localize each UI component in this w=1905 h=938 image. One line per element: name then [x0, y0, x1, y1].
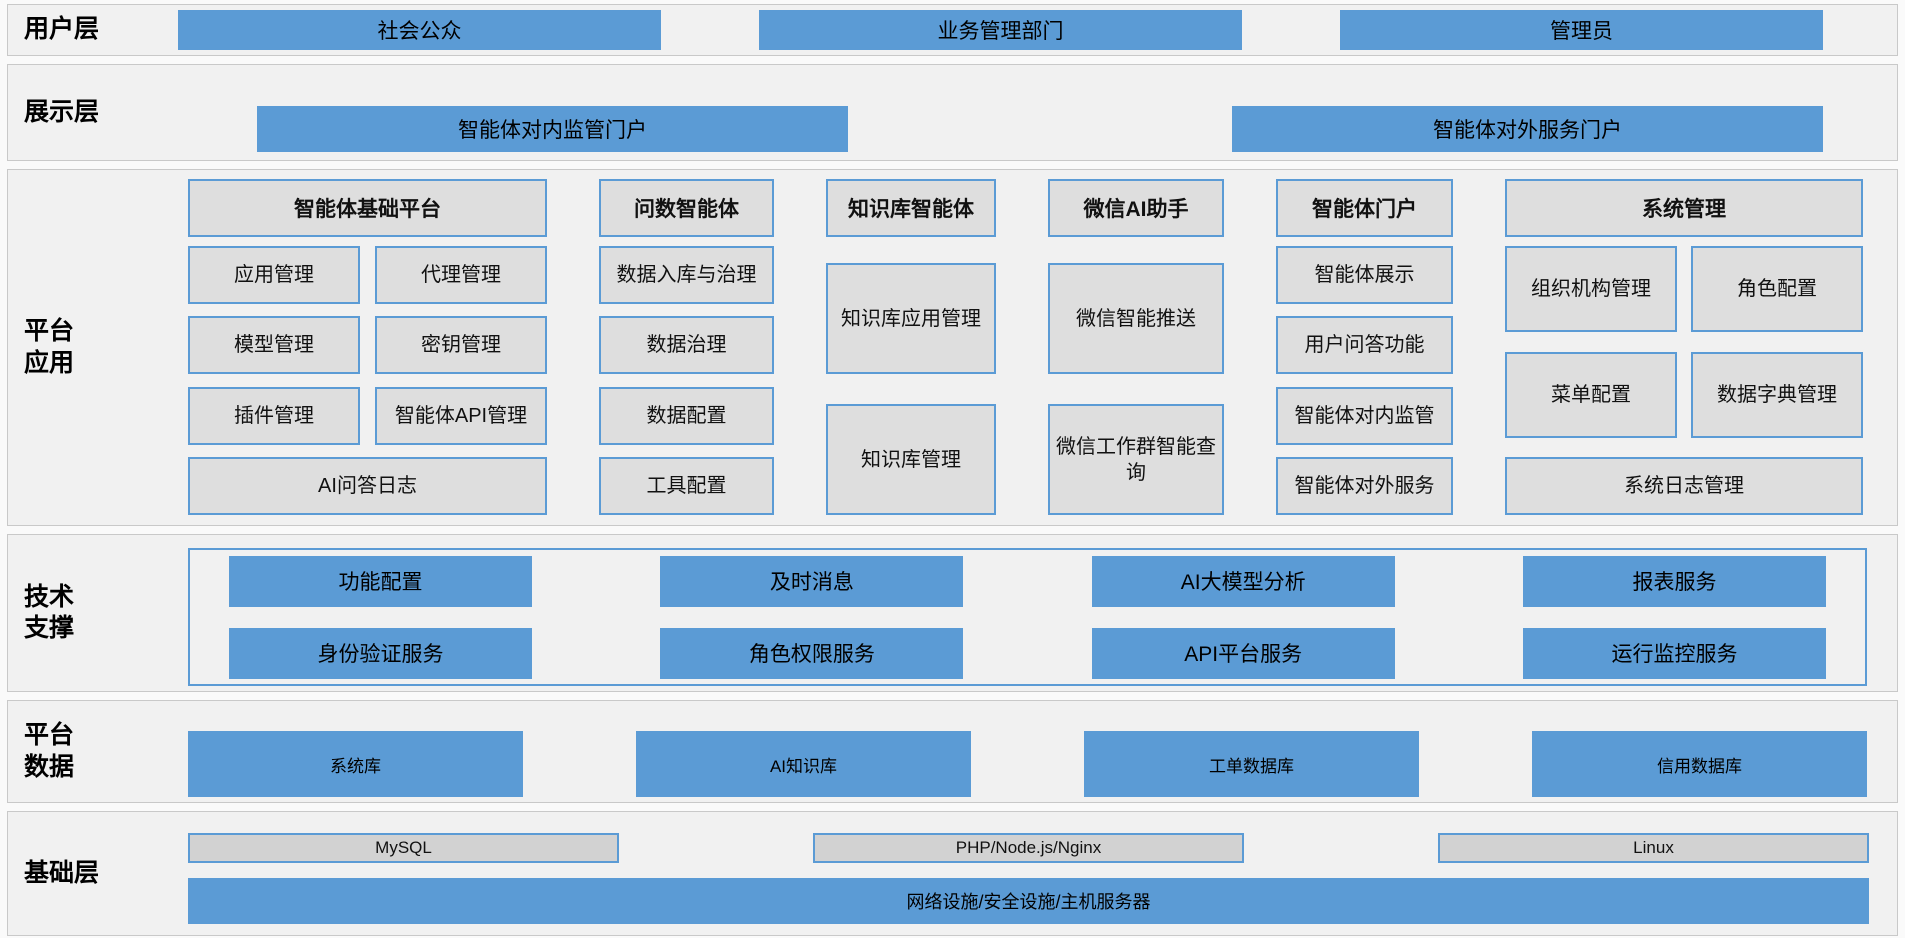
platform-data-section: 平台 数据 系统库 AI知识库 工单数据库 信用数据库: [7, 700, 1898, 803]
tech-support-frame: 功能配置 及时消息 AI大模型分析 报表服务 身份验证服务 角色权限服务 API…: [188, 548, 1867, 686]
agent-api-mgmt-box: 智能体API管理: [375, 386, 547, 445]
tech-support-section: 技术 支撑 功能配置 及时消息 AI大模型分析 报表服务 身份验证服务 角色权限…: [7, 534, 1898, 692]
app-mgmt-box: 应用管理: [188, 246, 360, 304]
platform-data-label: 平台 数据: [8, 701, 158, 802]
external-portal-bar: 智能体对外服务门户: [1232, 106, 1823, 152]
pair-row: 插件管理 智能体API管理: [188, 386, 547, 445]
system-mgmt-body: 组织机构管理 角色配置 菜单配置 数据字典管理 系统日志管理: [1505, 246, 1863, 515]
api-platform-bar: API平台服务: [1091, 627, 1395, 679]
system-db-bar: 系统库: [188, 731, 523, 797]
infrastructure-label-text: 基础层: [24, 858, 100, 887]
data-query-agent-group: 问数智能体 数据入库与治理 数据治理 数据配置 工具配置: [599, 179, 774, 515]
kb-mgmt-box: 知识库管理: [826, 404, 996, 515]
agent-base-platform-body: 应用管理 代理管理 模型管理 密钥管理 插件管理 智能体API管理 AI问答日志: [188, 246, 547, 515]
user-layer-bars: 社会公众 业务管理部门 管理员: [158, 5, 1897, 55]
user-layer-section: 用户层 社会公众 业务管理部门 管理员: [7, 4, 1898, 56]
tech-support-label: 技术 支撑: [8, 535, 158, 691]
system-mgmt-header: 系统管理: [1505, 179, 1863, 237]
network-security-host-bar: 网络设施/安全设施/主机服务器: [188, 878, 1869, 924]
ticket-db-bar: 工单数据库: [1084, 731, 1419, 797]
tech-support-label-line2: 支撑: [24, 614, 75, 642]
tool-config-box: 工具配置: [599, 456, 774, 515]
org-mgmt-box: 组织机构管理: [1505, 246, 1677, 332]
pair-row: 模型管理 密钥管理: [188, 316, 547, 375]
ai-qa-log-box: AI问答日志: [188, 456, 547, 515]
wechat-ai-group: 微信AI助手 微信智能推送 微信工作群智能查询: [1048, 179, 1224, 515]
user-qa-box: 用户问答功能: [1276, 316, 1453, 375]
infrastructure-software-row: MySQL PHP/Node.js/Nginx Linux: [188, 833, 1869, 863]
role-permission-bar: 角色权限服务: [660, 627, 964, 679]
data-dict-mgmt-box: 数据字典管理: [1691, 351, 1863, 438]
plugin-mgmt-box: 插件管理: [188, 386, 360, 445]
display-layer-label: 展示层: [8, 65, 158, 160]
data-query-agent-header: 问数智能体: [599, 179, 774, 237]
ai-knowledge-db-bar: AI知识库: [636, 731, 971, 797]
public-users-bar: 社会公众: [178, 10, 661, 50]
wechat-ai-header: 微信AI助手: [1048, 179, 1224, 237]
user-layer-label: 用户层: [8, 5, 158, 55]
data-ingest-box: 数据入库与治理: [599, 246, 774, 304]
knowledge-agent-group: 知识库智能体 知识库应用管理 知识库管理: [826, 179, 996, 515]
pair-row: 应用管理 代理管理: [188, 246, 547, 304]
menu-config-box: 菜单配置: [1505, 351, 1677, 438]
user-layer-label-text: 用户层: [24, 15, 100, 44]
platform-data-label-line1: 平台: [24, 721, 75, 750]
model-mgmt-box: 模型管理: [188, 316, 360, 375]
agent-showcase-box: 智能体展示: [1276, 246, 1453, 304]
data-governance-box: 数据治理: [599, 316, 774, 375]
pair-row: 菜单配置 数据字典管理: [1505, 351, 1863, 438]
tech-row-2: 身份验证服务 角色权限服务 API平台服务 运行监控服务: [229, 627, 1826, 679]
agent-portal-body: 智能体展示 用户问答功能 智能体对内监管 智能体对外服务: [1276, 246, 1453, 515]
display-layer-section: 展示层 智能体对内监管门户 智能体对外服务门户: [7, 64, 1898, 161]
infrastructure-content: MySQL PHP/Node.js/Nginx Linux 网络设施/安全设施/…: [158, 812, 1897, 935]
display-layer-bars: 智能体对内监管门户 智能体对外服务门户: [158, 65, 1897, 160]
platform-app-label-line1: 平台: [24, 317, 75, 346]
agent-external-service-box: 智能体对外服务: [1276, 456, 1453, 515]
monitoring-service-bar: 运行监控服务: [1522, 627, 1826, 679]
linux-bar: Linux: [1438, 833, 1869, 863]
platform-app-label: 平台 应用: [8, 170, 158, 525]
agent-internal-supervise-box: 智能体对内监管: [1276, 386, 1453, 445]
knowledge-agent-body: 知识库应用管理 知识库管理: [826, 246, 996, 515]
infrastructure-section: 基础层 MySQL PHP/Node.js/Nginx Linux 网络设施/安…: [7, 811, 1898, 936]
role-config-box: 角色配置: [1691, 246, 1863, 332]
admin-bar: 管理员: [1340, 10, 1823, 50]
instant-message-bar: 及时消息: [660, 555, 964, 607]
agent-portal-group: 智能体门户 智能体展示 用户问答功能 智能体对内监管 智能体对外服务: [1276, 179, 1453, 515]
agent-portal-header: 智能体门户: [1276, 179, 1453, 237]
knowledge-agent-header: 知识库智能体: [826, 179, 996, 237]
pair-row: 组织机构管理 角色配置: [1505, 246, 1863, 332]
agent-proxy-mgmt-box: 代理管理: [375, 246, 547, 304]
tech-support-label-line1: 技术: [24, 582, 75, 611]
agent-base-platform-header: 智能体基础平台: [188, 179, 547, 237]
credit-db-bar: 信用数据库: [1532, 731, 1867, 797]
identity-verify-bar: 身份验证服务: [229, 627, 532, 679]
platform-app-section: 平台 应用 智能体基础平台 应用管理 代理管理 模型管理 密钥管理 插件管: [7, 169, 1898, 526]
ai-llm-analysis-bar: AI大模型分析: [1091, 555, 1395, 607]
agent-base-platform-group: 智能体基础平台 应用管理 代理管理 模型管理 密钥管理 插件管理 智能体API管…: [188, 179, 547, 515]
key-mgmt-box: 密钥管理: [375, 316, 547, 375]
business-dept-bar: 业务管理部门: [759, 10, 1242, 50]
infrastructure-label: 基础层: [8, 812, 158, 935]
mysql-bar: MySQL: [188, 833, 619, 863]
internal-portal-bar: 智能体对内监管门户: [257, 106, 848, 152]
platform-data-bars: 系统库 AI知识库 工单数据库 信用数据库: [158, 701, 1897, 802]
platform-app-groups: 智能体基础平台 应用管理 代理管理 模型管理 密钥管理 插件管理 智能体API管…: [158, 170, 1897, 525]
platform-data-label-line2: 数据: [24, 752, 75, 781]
platform-app-label-line2: 应用: [24, 348, 75, 377]
tech-row-1: 功能配置 及时消息 AI大模型分析 报表服务: [229, 555, 1826, 607]
wechat-push-box: 微信智能推送: [1048, 263, 1224, 374]
function-config-bar: 功能配置: [229, 555, 532, 607]
data-query-agent-body: 数据入库与治理 数据治理 数据配置 工具配置: [599, 246, 774, 515]
data-config-box: 数据配置: [599, 386, 774, 445]
display-layer-label-text: 展示层: [24, 97, 100, 126]
system-mgmt-group: 系统管理 组织机构管理 角色配置 菜单配置 数据字典管理 系统日志管理: [1505, 179, 1863, 515]
wechat-group-query-box: 微信工作群智能查询: [1048, 404, 1224, 515]
php-node-nginx-bar: PHP/Node.js/Nginx: [813, 833, 1244, 863]
system-log-mgmt-box: 系统日志管理: [1505, 457, 1863, 515]
wechat-ai-body: 微信智能推送 微信工作群智能查询: [1048, 246, 1224, 515]
report-service-bar: 报表服务: [1522, 555, 1826, 607]
kb-app-mgmt-box: 知识库应用管理: [826, 263, 996, 374]
